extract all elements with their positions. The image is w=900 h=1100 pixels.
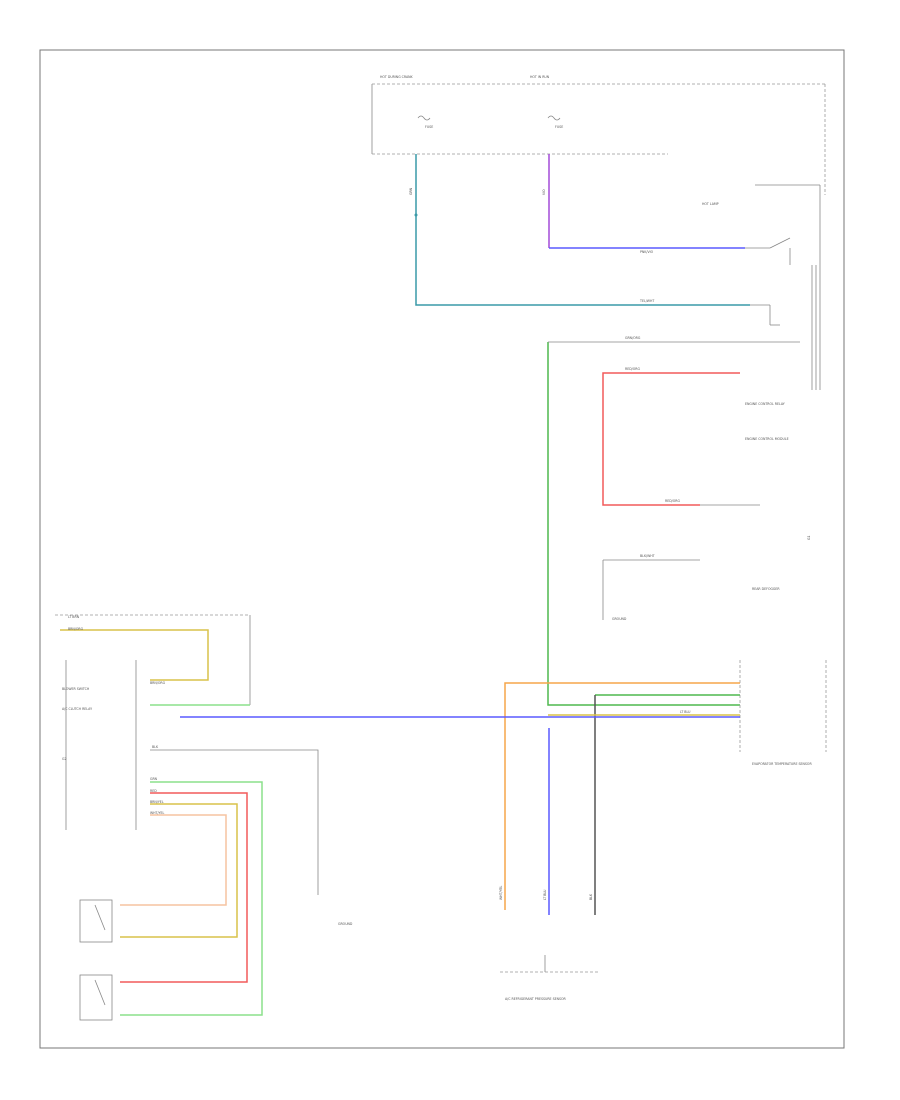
darkgreen-wire (594, 694, 740, 915)
blue-stub-label: LT BLU (543, 889, 547, 900)
violet-wire-label: VIO (542, 189, 546, 195)
ground-wire: BLK/WHT GROUND REAR DEFOGGER (602, 554, 780, 621)
yellow-wire-code: BRN/ORG (150, 681, 166, 685)
black-wire-code: BLK (152, 745, 159, 749)
red-switch-code: RED (150, 789, 157, 793)
red-wire-code: RED/ORG (625, 367, 640, 371)
violet-wire-code: PNK/VIO (640, 250, 654, 254)
ac-switch-label: A/C CLUTCH RELAY (62, 707, 92, 711)
brown-top-label: LT BRN (68, 615, 80, 619)
diagram-frame (39, 49, 845, 1049)
g1-label: G1 (807, 536, 811, 541)
left-fuse-label: HOT DURING CRANK (380, 75, 414, 79)
black-stub-label: BLK (589, 893, 593, 900)
upper-switch (79, 899, 113, 943)
left-module: LT BRN BRN/ORG BRN/ORG BLOWER SWITCH A/C… (55, 614, 353, 926)
green-wire: GRN/ORG (547, 336, 800, 706)
sensor-connector: EVAPORATOR TEMPERATURE SENSOR (739, 660, 827, 766)
rear-switch-label: REAR DEFOGGER (752, 587, 780, 591)
right-fuse-sub: FUSE (555, 125, 563, 129)
fuse-box: HOT DURING CRANK HOT IN RUN FUSE FUSE (371, 75, 826, 195)
left-fuse-sub: FUSE (425, 125, 433, 129)
yellow-switch-code: BRN/YEL (150, 800, 164, 804)
engine-control-label: ENGINE CONTROL MODULE (745, 437, 789, 441)
blue-wire: LT BLU (180, 710, 740, 915)
teal-wire-label: GRN (409, 187, 413, 195)
right-fuse-label: HOT IN RUN (530, 75, 550, 79)
ground-wire-code: BLK/WHT (640, 554, 655, 558)
green-switch-code: GRN (150, 777, 158, 781)
violet-wire: VIO PNK/VIO (542, 154, 745, 254)
lower-ground-label: GROUND (338, 922, 353, 926)
red-wire: RED/ORG RED/ORG (602, 367, 760, 506)
right-fuse-icon (547, 115, 561, 121)
pressure-sensor: A/C REFRIGERANT PRESSURE SENSOR (500, 955, 598, 1001)
left-fuse-icon (417, 115, 431, 121)
g2-label: G2 (62, 757, 67, 761)
brown-second-label: BRN/ORG (68, 627, 84, 631)
left-switch-wires: GRN RED BRN/YEL WHT/YEL (120, 777, 263, 1016)
sensor-label: EVAPORATOR TEMPERATURE SENSOR (752, 762, 812, 766)
blue-wire-code: LT BLU (680, 710, 691, 714)
orange-stub-label: WHT/YEL (499, 885, 503, 900)
green-wire-code: GRN/ORG (625, 336, 641, 340)
teal-wire-code: TEL/WHT (639, 299, 654, 303)
ground-label: GROUND (612, 617, 627, 621)
teal-wire: GRN TEL/WHT (409, 154, 750, 306)
orange-wire (504, 682, 740, 910)
relay-component: HOT LAMP ENGINE CONTROL RELAY (702, 184, 821, 406)
pressure-sensor-label: A/C REFRIGERANT PRESSURE SENSOR (505, 997, 567, 1001)
lower-switch (79, 974, 113, 1021)
orange-switch-code: WHT/YEL (150, 811, 165, 815)
red-wire-code-lower: RED/ORG (665, 499, 680, 503)
hot-lamp-label: HOT LAMP (702, 202, 719, 206)
blower-label: BLOWER SWITCH (62, 687, 90, 691)
right-component-label: ENGINE CONTROL RELAY (745, 402, 785, 406)
